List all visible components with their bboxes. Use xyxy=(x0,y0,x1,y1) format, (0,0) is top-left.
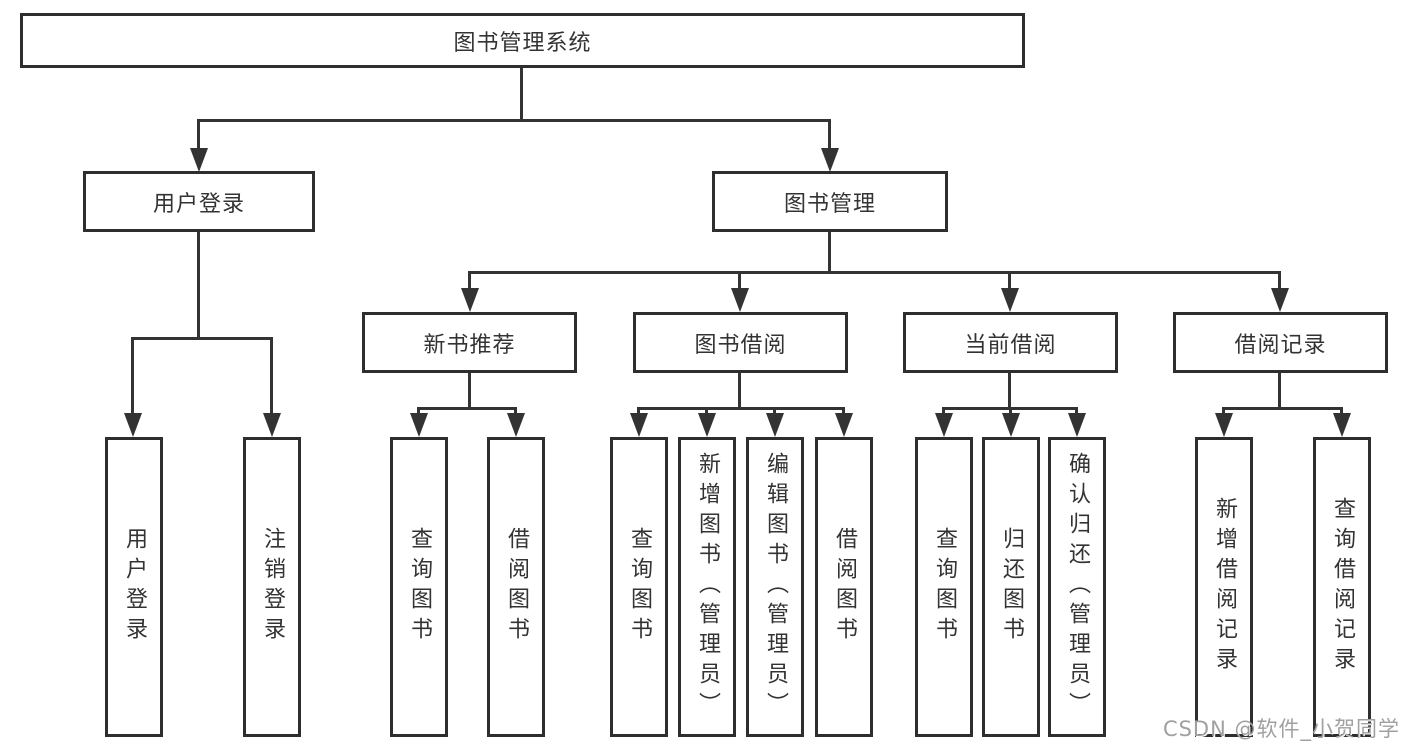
node-book-borrow: 图书借阅 xyxy=(633,312,848,373)
leaf-user-login: 用户登录 xyxy=(105,437,163,737)
connector-line xyxy=(417,407,517,410)
arrow-down-icon xyxy=(1271,288,1289,312)
connector-line xyxy=(828,232,831,272)
arrow-down-icon xyxy=(935,413,953,437)
leaf-current-query-book-label: 查询图书 xyxy=(932,527,957,647)
arrow-down-icon xyxy=(507,413,525,437)
node-user-login-label: 用户登录 xyxy=(152,191,245,217)
connector-line xyxy=(1222,407,1343,410)
leaf-current-query-book: 查询图书 xyxy=(915,437,973,737)
leaf-current-confirm-return-admin-label: 确认归还（管理员） xyxy=(1065,452,1090,722)
connector-line xyxy=(131,337,134,415)
leaf-current-return-book-label: 归还图书 xyxy=(999,527,1024,647)
connector-line xyxy=(468,271,1281,274)
leaf-borrow-add-book-admin-label: 新增图书（管理员） xyxy=(695,452,720,722)
node-library-system-label: 图书管理系统 xyxy=(453,30,592,56)
arrow-down-icon xyxy=(124,413,142,437)
connector-line xyxy=(828,119,831,151)
connector-line xyxy=(738,373,741,408)
leaf-newbook-borrow-book: 借阅图书 xyxy=(487,437,545,737)
connector-line xyxy=(1278,373,1281,408)
arrow-down-icon xyxy=(821,148,839,172)
node-new-book-recommend-label: 新书推荐 xyxy=(423,332,516,358)
node-borrow-record: 借阅记录 xyxy=(1173,312,1388,373)
node-new-book-recommend: 新书推荐 xyxy=(362,312,577,373)
arrow-down-icon xyxy=(630,413,648,437)
arrow-down-icon xyxy=(731,288,749,312)
connector-line xyxy=(1222,407,1225,415)
leaf-borrow-edit-book-admin-label: 编辑图书（管理员） xyxy=(763,452,788,722)
leaf-current-confirm-return-admin: 确认归还（管理员） xyxy=(1048,437,1106,737)
leaf-record-query-record-label: 查询借阅记录 xyxy=(1330,497,1355,677)
arrow-down-icon xyxy=(1002,413,1020,437)
connector-line xyxy=(468,271,471,290)
connector-line xyxy=(1008,271,1011,290)
connector-line xyxy=(1009,407,1012,415)
arrow-down-icon xyxy=(835,413,853,437)
node-user-login: 用户登录 xyxy=(83,171,315,232)
leaf-borrow-borrow-book: 借阅图书 xyxy=(815,437,873,737)
node-book-borrow-label: 图书借阅 xyxy=(694,332,787,358)
connector-line xyxy=(1278,271,1281,290)
leaf-newbook-borrow-book-label: 借阅图书 xyxy=(504,527,529,647)
connector-line xyxy=(705,407,708,415)
arrow-down-icon xyxy=(1333,413,1351,437)
arrow-down-icon xyxy=(190,148,208,172)
connector-line xyxy=(417,407,420,415)
connector-line xyxy=(520,68,523,120)
arrow-down-icon xyxy=(1068,413,1086,437)
connector-line xyxy=(637,407,640,415)
node-library-system: 图书管理系统 xyxy=(20,13,1025,68)
arrow-down-icon xyxy=(461,288,479,312)
connector-line xyxy=(197,232,200,338)
arrow-down-icon xyxy=(698,413,716,437)
connector-line xyxy=(637,407,845,410)
arrow-down-icon xyxy=(410,413,428,437)
connector-line xyxy=(1008,373,1011,408)
node-book-management: 图书管理 xyxy=(712,171,948,232)
arrow-down-icon xyxy=(766,413,784,437)
connector-line xyxy=(197,119,831,122)
connector-line xyxy=(738,271,741,290)
leaf-borrow-query-book-label: 查询图书 xyxy=(627,527,652,647)
leaf-logout: 注销登录 xyxy=(243,437,301,737)
arrow-down-icon xyxy=(1215,413,1233,437)
leaf-record-add-record: 新增借阅记录 xyxy=(1195,437,1253,737)
leaf-borrow-query-book: 查询图书 xyxy=(610,437,668,737)
leaf-borrow-borrow-book-label: 借阅图书 xyxy=(832,527,857,647)
node-current-borrow: 当前借阅 xyxy=(903,312,1118,373)
connector-line xyxy=(468,373,471,408)
connector-line xyxy=(842,407,845,415)
connector-line xyxy=(1340,407,1343,415)
connector-line xyxy=(131,337,273,340)
csdn-watermark: CSDN @软件_小贺同学 xyxy=(1162,717,1400,741)
leaf-newbook-query-book: 查询图书 xyxy=(390,437,448,737)
arrow-down-icon xyxy=(263,413,281,437)
node-borrow-record-label: 借阅记录 xyxy=(1234,332,1327,358)
connector-line xyxy=(514,407,517,415)
arrow-down-icon xyxy=(1001,288,1019,312)
connector-line xyxy=(197,119,200,151)
connector-line xyxy=(270,337,273,415)
leaf-borrow-add-book-admin: 新增图书（管理员） xyxy=(678,437,736,737)
leaf-user-login-label: 用户登录 xyxy=(122,527,147,647)
leaf-newbook-query-book-label: 查询图书 xyxy=(407,527,432,647)
connector-line xyxy=(942,407,945,415)
connector-line xyxy=(773,407,776,415)
leaf-current-return-book: 归还图书 xyxy=(982,437,1040,737)
leaf-record-add-record-label: 新增借阅记录 xyxy=(1212,497,1237,677)
leaf-record-query-record: 查询借阅记录 xyxy=(1313,437,1371,737)
connector-line xyxy=(1075,407,1078,415)
node-current-borrow-label: 当前借阅 xyxy=(964,332,1057,358)
leaf-logout-label: 注销登录 xyxy=(260,527,285,647)
leaf-borrow-edit-book-admin: 编辑图书（管理员） xyxy=(746,437,804,737)
node-book-management-label: 图书管理 xyxy=(783,191,876,217)
